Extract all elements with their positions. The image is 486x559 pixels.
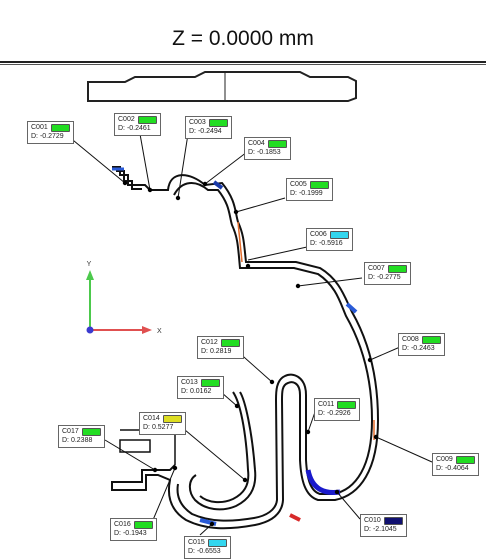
callout-id: C003 [189,119,206,126]
callout-c013[interactable]: C013 D: 0.0162 [177,376,224,399]
point-c009 [373,434,379,440]
deviation-swatch [383,516,403,525]
point-c006 [245,263,251,269]
callout-deviation: D: -0.2463 [402,345,435,352]
leader-lines [67,133,433,536]
callout-c011[interactable]: C011 D: -0.2926 [314,398,361,421]
callout-id: C016 [114,521,131,528]
point-c010 [334,489,340,495]
deviation-swatch [421,335,441,344]
deviation-swatch [387,264,407,273]
part-top-view [87,71,357,102]
callout-c015[interactable]: C015 D: -0.6553 [184,536,231,559]
callout-deviation: D: 0.5277 [143,424,174,431]
callout-c003[interactable]: C003 D: -0.2494 [185,116,232,139]
callout-deviation: D: -0.1999 [290,190,323,197]
callout-id: C011 [318,401,335,408]
deviation-swatch [309,180,329,189]
part-profile [111,166,380,530]
point-c011 [305,429,311,435]
callout-id: C017 [62,428,79,435]
deviation-swatch [220,338,240,347]
deviation-swatch [162,414,182,423]
callout-c005[interactable]: C005 D: -0.1999 [286,178,333,201]
callout-deviation: D: -0.2926 [318,410,351,417]
deviation-swatch [133,520,153,529]
point-c013 [234,403,240,409]
callout-id: C010 [364,517,381,524]
callout-c017[interactable]: C017 D: 0.2388 [58,425,105,448]
callout-id: C008 [402,336,419,343]
callout-id: C013 [181,379,198,386]
callout-c007[interactable]: C007 D: -0.2775 [364,262,411,285]
point-c005 [233,209,239,215]
callout-id: C014 [143,415,160,422]
deviation-swatch [200,378,220,387]
callout-id: C012 [201,339,218,346]
point-c004 [202,181,208,187]
callout-id: C006 [310,231,327,238]
header-divider [0,61,486,63]
point-c012 [269,379,275,385]
callout-c009[interactable]: C009 D: -0.4064 [432,453,479,476]
point-c007 [295,283,301,289]
callout-deviation: D: 0.2388 [62,437,93,444]
callout-deviation: D: -0.1943 [114,530,147,537]
callout-c012[interactable]: C012 D: 0.2819 [197,336,244,359]
callout-id: C004 [248,140,265,147]
callout-c006[interactable]: C006 D: -0.5916 [306,228,353,251]
deviation-swatch [455,455,475,464]
deviation-swatch [337,400,357,409]
deviation-swatch [50,123,70,132]
header-divider-thin [0,64,486,65]
callout-deviation: D: -0.5916 [310,240,343,247]
callout-c002[interactable]: C002 D: -0.2461 [114,113,161,136]
callout-c014[interactable]: C014 D: 0.5277 [139,412,186,435]
callout-id: C005 [290,181,307,188]
callout-deviation: D: -0.4064 [436,465,469,472]
callout-deviation: D: -2.1045 [364,526,397,533]
point-c008 [367,357,373,363]
callout-deviation: D: 0.0162 [181,388,212,395]
callout-id: C015 [188,539,205,546]
callout-c001[interactable]: C001 D: -0.2729 [27,121,74,144]
deviation-swatch [137,115,157,124]
callout-c010[interactable]: C010 D: -2.1045 [360,514,407,537]
callout-c016[interactable]: C016 D: -0.1943 [110,518,157,541]
callout-c004[interactable]: C004 D: -0.1853 [244,137,291,160]
deviation-swatch [207,538,227,547]
callout-id: C001 [31,124,48,131]
deviation-swatch [81,427,101,436]
callout-id: C007 [368,265,385,272]
deviation-swatch [329,230,349,239]
axes-triad: Y X [86,261,162,335]
callout-deviation: D: 0.2819 [201,348,232,355]
point-c017 [152,467,158,473]
callout-c008[interactable]: C008 D: -0.2463 [398,333,445,356]
callout-deviation: D: -0.2461 [118,125,151,132]
point-c016 [172,465,178,471]
point-c003 [175,195,181,201]
callout-id: C009 [436,456,453,463]
page-title: Z = 0.0000 mm [172,27,314,50]
x-axis-label: X [157,328,162,335]
deviation-swatch [267,139,287,148]
callout-id: C002 [118,116,135,123]
point-c002 [147,187,153,193]
point-c001 [122,180,128,186]
callout-deviation: D: -0.2775 [368,274,401,281]
y-axis-label: Y [87,261,92,268]
callout-deviation: D: -0.2494 [189,128,222,135]
deviation-swatch [208,118,228,127]
callout-deviation: D: -0.2729 [31,133,64,140]
measurement-points[interactable] [122,180,379,527]
callout-deviation: D: -0.1853 [248,149,281,156]
point-c015 [209,521,215,527]
callout-deviation: D: -0.6553 [188,548,221,555]
point-c014 [242,477,248,483]
